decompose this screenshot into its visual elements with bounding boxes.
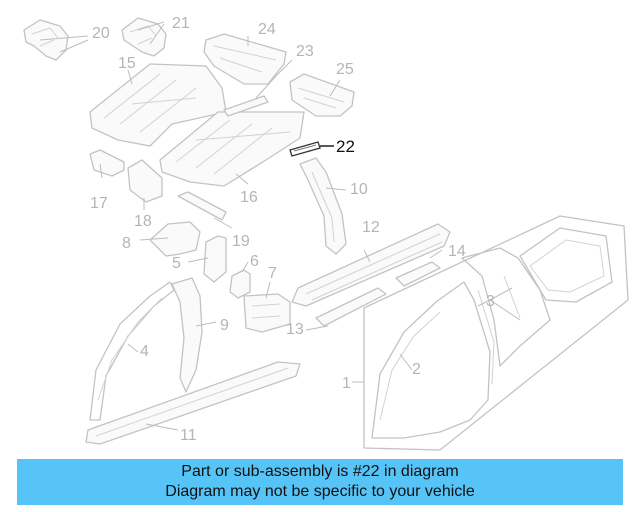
callout-25: 25 — [336, 61, 354, 78]
callout-12: 12 — [362, 219, 380, 236]
callout-24: 24 — [258, 21, 276, 38]
callout-23: 23 — [296, 43, 314, 60]
callout-5: 5 — [172, 255, 181, 272]
part-25-member — [289, 73, 355, 117]
part-19-bar — [177, 191, 227, 221]
callout-3: 3 — [486, 293, 495, 310]
part-2-pillar — [379, 311, 441, 421]
part-23-crossbar — [223, 95, 269, 117]
callout-19: 19 — [232, 233, 250, 250]
callout-labels: 20 21 24 23 25 15 16 17 18 19 8 5 6 7 9 … — [90, 15, 495, 444]
part-8-bracket — [149, 221, 201, 257]
callout-20: 20 — [92, 25, 110, 42]
callout-9: 9 — [220, 317, 229, 334]
part-18-bracket — [127, 159, 163, 203]
callout-10: 10 — [350, 181, 368, 198]
info-banner: Part or sub-assembly is #22 in diagram D… — [17, 459, 623, 505]
part-3-pillar — [477, 275, 521, 385]
part-11-sill — [85, 361, 301, 445]
banner-line-1: Part or sub-assembly is #22 in diagram — [181, 463, 459, 480]
part-21-bracket — [121, 17, 167, 57]
part-16-floor — [159, 111, 305, 187]
part-7-bracket — [243, 293, 291, 333]
part-13-rail — [315, 287, 387, 327]
part-6-clip — [229, 269, 251, 299]
part-14-bracket — [395, 261, 441, 287]
callout-2: 2 — [412, 361, 421, 378]
part-10-pillar — [299, 157, 347, 255]
part-15-floor-pan — [89, 63, 227, 147]
part-5-bracket — [203, 235, 227, 283]
part-4-pillar — [89, 281, 175, 421]
part-17-bracket — [89, 149, 125, 177]
callout-8: 8 — [122, 235, 131, 252]
part-1-body-side — [363, 215, 629, 451]
callout-14: 14 — [448, 243, 466, 260]
callout-13: 13 — [286, 321, 304, 338]
callout-15: 15 — [118, 55, 136, 72]
banner-line-2: Diagram may not be specific to your vehi… — [165, 483, 475, 500]
part-22-reinforcement — [289, 141, 321, 157]
callout-11: 11 — [180, 427, 197, 444]
callout-1: 1 — [342, 375, 351, 392]
callout-17: 17 — [90, 195, 108, 212]
callout-6: 6 — [250, 253, 259, 270]
part-9-pillar — [171, 277, 203, 393]
leader-lines — [39, 21, 521, 431]
part-12-rail — [291, 223, 451, 307]
callout-18: 18 — [134, 213, 152, 230]
callout-4: 4 — [140, 343, 149, 360]
part-24-panel — [203, 33, 287, 85]
callout-21: 21 — [172, 15, 190, 32]
callout-7: 7 — [268, 265, 277, 282]
callout-22-highlighted: 22 — [336, 137, 355, 156]
callout-16: 16 — [240, 189, 258, 206]
